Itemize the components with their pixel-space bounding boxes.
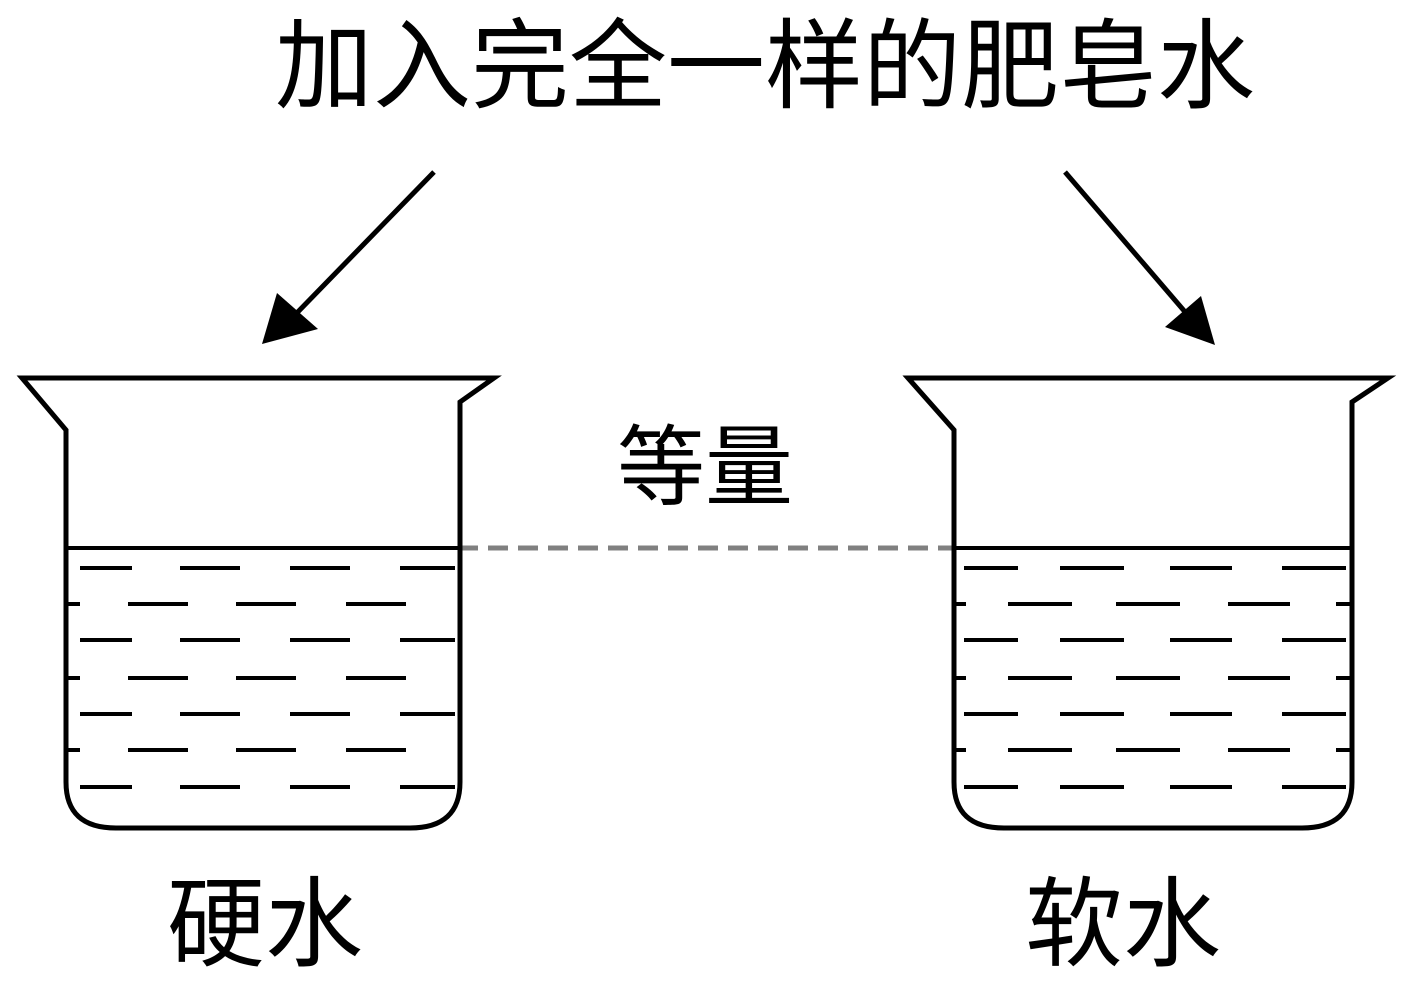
left-beaker-liquid-dashes (66, 566, 455, 789)
right-beaker-liquid-dashes (954, 566, 1350, 789)
diagram-title: 加入完全一样的肥皂水 (275, 10, 1255, 124)
hard-water-label: 硬水 (167, 868, 363, 982)
right-arrow (1063, 170, 1215, 345)
left-beaker (16, 375, 502, 831)
equal-amount-label: 等量 (617, 416, 793, 519)
left-arrow (262, 170, 436, 344)
right-beaker (902, 375, 1397, 831)
soft-water-label: 软水 (1025, 868, 1221, 982)
